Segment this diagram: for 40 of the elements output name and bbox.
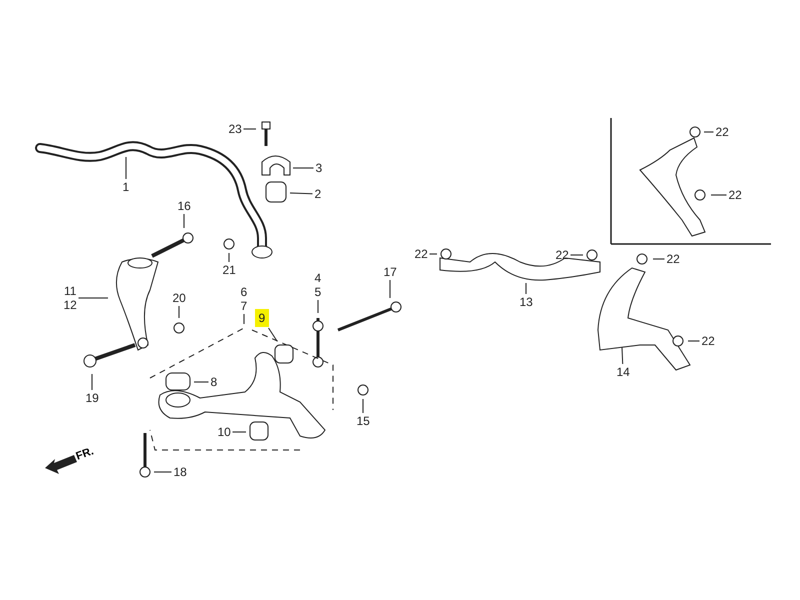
callout-number: 8 <box>210 375 218 389</box>
leader-line <box>243 128 256 130</box>
callout-number: 16 <box>178 199 191 213</box>
callout-number: 20 <box>172 291 186 305</box>
leader-line <box>228 252 230 262</box>
callout-number: 22 <box>716 125 729 139</box>
leader-line <box>178 306 180 318</box>
callout-number: 13 <box>520 295 533 309</box>
callout-number: 15 <box>356 414 370 428</box>
leader-line <box>290 192 313 194</box>
callout-number: 22 <box>414 247 428 261</box>
callout-number: 5 <box>314 285 322 299</box>
callout-number: 14 <box>616 365 630 379</box>
leader-line <box>268 328 278 342</box>
callout-number: 3 <box>316 161 322 175</box>
callout-number: 6 <box>240 285 248 299</box>
callout-number: 1 <box>122 180 130 194</box>
callout-number: 10 <box>218 425 231 439</box>
callout-number: 12 <box>64 298 77 312</box>
callout-number: 23 <box>228 122 242 136</box>
leader-line <box>570 254 584 256</box>
callout-number: 11 <box>64 284 77 298</box>
highlight-box <box>254 309 270 327</box>
leader-line <box>652 258 665 260</box>
callout-number: 22 <box>702 334 715 348</box>
direction-label: FR. <box>74 445 96 463</box>
callout-number: 4 <box>314 271 322 285</box>
callout-number: 21 <box>222 263 236 277</box>
callout-number: 18 <box>174 465 187 479</box>
callout-number: 22 <box>666 252 680 266</box>
leader-line <box>710 194 727 196</box>
callout-number: 2 <box>314 187 322 201</box>
callout-number: 22 <box>728 188 742 202</box>
callout-number: 19 <box>86 391 99 405</box>
leader-line <box>622 346 624 364</box>
callout-number: 7 <box>240 299 248 313</box>
leader-line <box>362 398 364 414</box>
callout-number: 17 <box>384 265 397 279</box>
leader-line <box>688 340 700 342</box>
callout-number: 9 <box>258 311 266 325</box>
